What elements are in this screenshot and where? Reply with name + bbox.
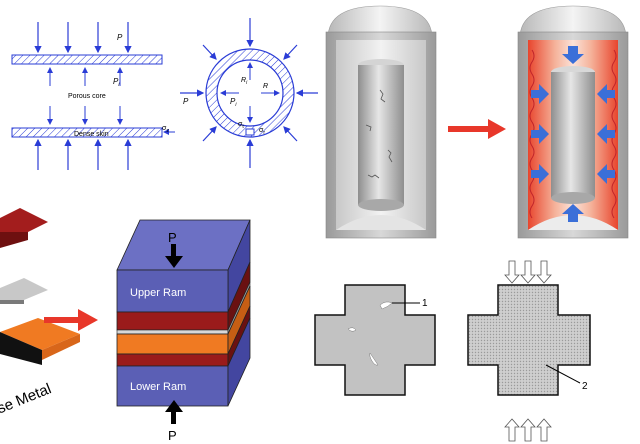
label-lower-ram: Lower Ram [130, 381, 186, 393]
cracks [365, 89, 393, 179]
ring-stress-diagram: P Pi Ri R σt σr [180, 18, 318, 168]
label-sigma-t: σt [238, 121, 244, 130]
cross-specimen-porous [314, 284, 436, 396]
pressure-arrows-blue [531, 46, 615, 222]
label-p-bottom: P [168, 428, 177, 443]
label-p: P [117, 33, 123, 42]
label-dense-skin: Dense skin [74, 131, 109, 138]
exploded-layers: se Metal [0, 208, 80, 417]
label-sigma-r: σr [259, 127, 265, 136]
cross-specimen-diagram: 1 2 [314, 260, 591, 442]
external-pressure-arrows [180, 18, 318, 168]
pressure-arrows-top [34, 22, 132, 54]
force-arrow-top [165, 244, 183, 268]
label-p-top: P [168, 230, 177, 245]
assembled-stack [116, 219, 251, 407]
pores [347, 301, 393, 366]
label-upper-ram: Upper Ram [130, 287, 186, 299]
vessel-before [325, 5, 437, 239]
pressure-vessel-diagram [325, 5, 629, 239]
skin-stress-diagram: P Pi Porous core Dense skin σz [11, 22, 175, 170]
label-1: 1 [422, 298, 428, 309]
label-ri: Ri [241, 77, 248, 86]
pointer-2 [545, 364, 581, 384]
label-sigma-z: σz [162, 125, 169, 134]
label-ro: R [263, 83, 268, 90]
label-2: 2 [582, 381, 588, 392]
label-p-left: P [183, 97, 189, 106]
force-arrow-bottom [165, 400, 183, 424]
cross-specimen-dense [467, 284, 591, 396]
pressure-arrows-bottom [34, 138, 132, 170]
press-arrows-top [504, 260, 552, 284]
label-pi: Pi [230, 97, 237, 108]
press-arrows-bottom [504, 418, 552, 442]
transition-arrow [448, 119, 506, 139]
top-skin-layer [11, 54, 163, 65]
label-metal: se Metal [0, 380, 54, 417]
internal-pressure-arrows [220, 62, 280, 123]
assembly-arrow [44, 309, 98, 331]
bottom-skin-layer [11, 127, 163, 138]
label-pi: Pi [113, 77, 120, 88]
hot-press-diagram: se Metal P Upper Ram Lower Ram [0, 208, 251, 443]
stress-element [245, 128, 255, 136]
internal-arrows [47, 67, 123, 125]
ring-inner [216, 59, 284, 127]
vessel-after [517, 5, 629, 239]
label-porous-core: Porous core [68, 93, 106, 100]
